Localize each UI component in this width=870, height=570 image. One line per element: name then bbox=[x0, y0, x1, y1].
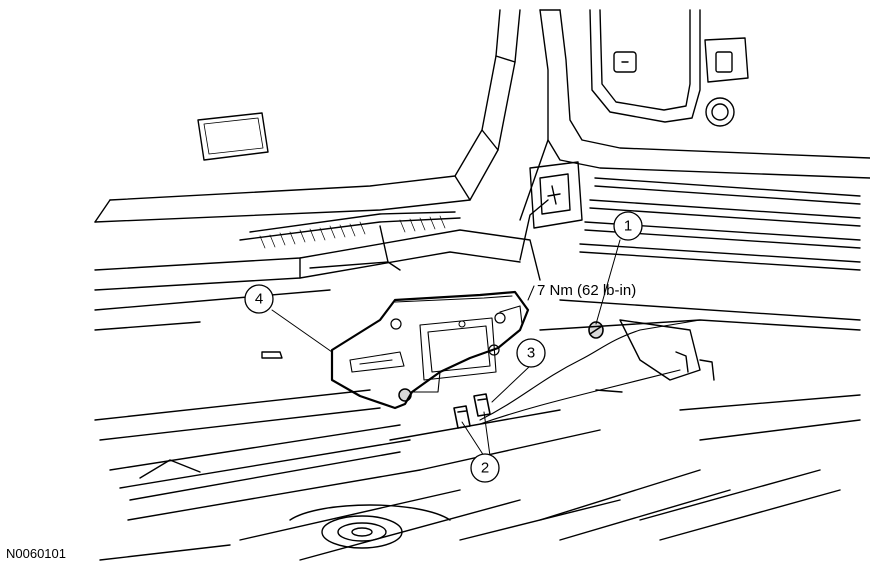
power-outlet bbox=[704, 37, 749, 127]
rear-seat-back bbox=[94, 211, 541, 291]
torque-spec-label: 7 Nm (62 lb-in) bbox=[537, 282, 636, 299]
electrical-connector-b bbox=[473, 393, 491, 417]
svg-text:1: 1 bbox=[624, 218, 632, 235]
side-trim-cover bbox=[529, 161, 583, 229]
module-mount-hole-lower-right bbox=[488, 344, 500, 356]
module-mount-hole-upper-right bbox=[494, 312, 506, 324]
module-mount-hole-lower-left bbox=[398, 388, 412, 402]
seat-back-hatching bbox=[259, 215, 446, 249]
callout-1: 1 bbox=[613, 211, 643, 241]
spare-tire-well bbox=[289, 504, 451, 549]
wiring-harness bbox=[479, 319, 701, 421]
module-mount-hole-upper-left bbox=[390, 318, 402, 330]
module-mount-hole-small bbox=[458, 320, 466, 328]
liftgate-badge bbox=[197, 112, 269, 161]
stud-pin bbox=[261, 351, 283, 359]
floor-rail-left bbox=[94, 289, 421, 521]
svg-text:4: 4 bbox=[255, 291, 263, 308]
floor-ribs bbox=[239, 394, 861, 561]
svg-text:2: 2 bbox=[481, 460, 489, 477]
floor-outline bbox=[99, 299, 861, 561]
leader-lines bbox=[271, 239, 621, 457]
liftgate-opening bbox=[94, 9, 521, 223]
seat-striker bbox=[595, 319, 715, 393]
upper-console-pocket bbox=[589, 9, 701, 123]
d-pillar-trim bbox=[519, 9, 870, 261]
electrical-connector-a bbox=[453, 405, 471, 429]
figure-id: N0060101 bbox=[6, 546, 66, 561]
callout-3: 3 bbox=[516, 338, 546, 368]
retaining-nut bbox=[588, 321, 604, 339]
callout-2: 2 bbox=[470, 453, 500, 483]
module-details bbox=[349, 295, 523, 393]
svg-text:3: 3 bbox=[527, 345, 535, 362]
module-assembly bbox=[330, 290, 530, 410]
callout-4: 4 bbox=[244, 284, 274, 314]
